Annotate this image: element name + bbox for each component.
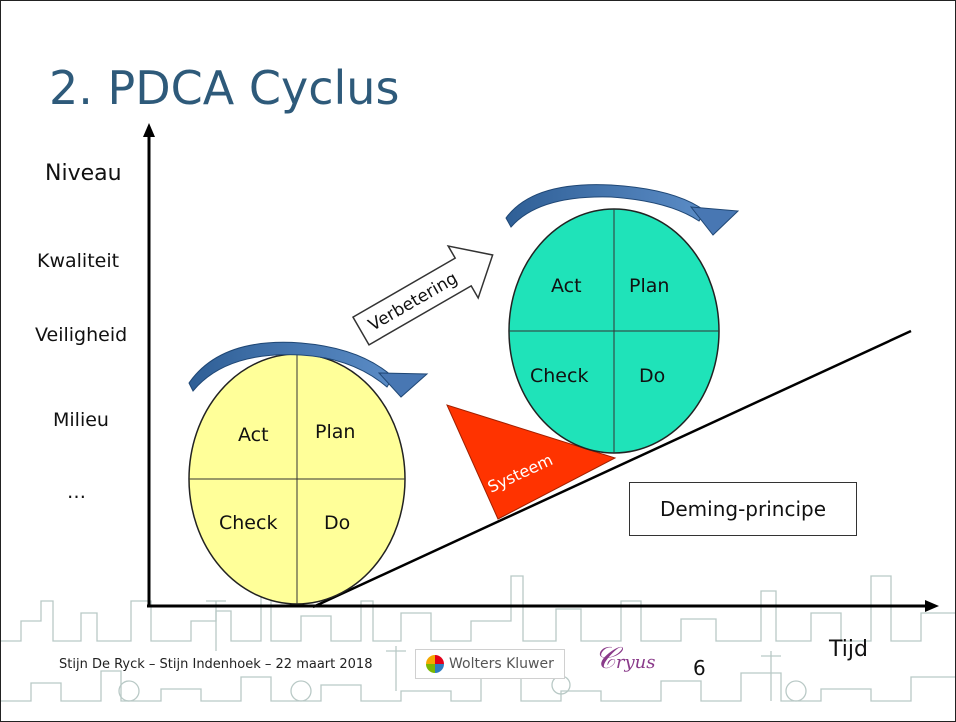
lower-cycle-check: Check [219,512,278,534]
lower-cycle-act: Act [238,424,269,446]
system-wedge [446,404,617,520]
upper-cycle-do: Do [639,365,666,387]
upper-cycle-arc-arrow [505,184,740,236]
page-number: 6 [693,656,706,680]
y-label-environment: Milieu [53,409,109,431]
upper-cycle [508,208,720,454]
lower-cycle-arc-arrow [188,341,429,398]
y-label-quality: Kwaliteit [37,250,120,272]
y-label-more: … [67,481,86,503]
cryus-logo: 𝒞ryus [594,641,656,676]
y-axis-title: Niveau [45,161,122,186]
upper-cycle-plan: Plan [629,275,670,297]
lower-cycle [188,353,406,605]
x-axis [147,600,939,612]
slope-line [312,329,912,609]
footer-presenters: Stijn De Ryck – Stijn Indenhoek – 22 maa… [59,657,373,672]
y-label-safety: Veiligheid [35,324,128,346]
upper-cycle-act: Act [551,275,582,297]
improvement-arrow: Verbetering [351,244,494,346]
y-axis [143,123,155,606]
wolters-kluwer-text: Wolters Kluwer [449,656,554,672]
lower-cycle-plan: Plan [315,421,356,443]
wolters-kluwer-icon [426,655,444,673]
deming-principle-box: Deming-principe [629,482,857,536]
x-axis-title: Tijd [829,637,868,662]
upper-cycle-check: Check [530,365,589,387]
cryus-logo-text: ryus [615,652,656,673]
lower-cycle-do: Do [324,512,351,534]
wolters-kluwer-logo: Wolters Kluwer [415,649,565,679]
slide-title: 2. PDCA Cyclus [49,61,400,115]
